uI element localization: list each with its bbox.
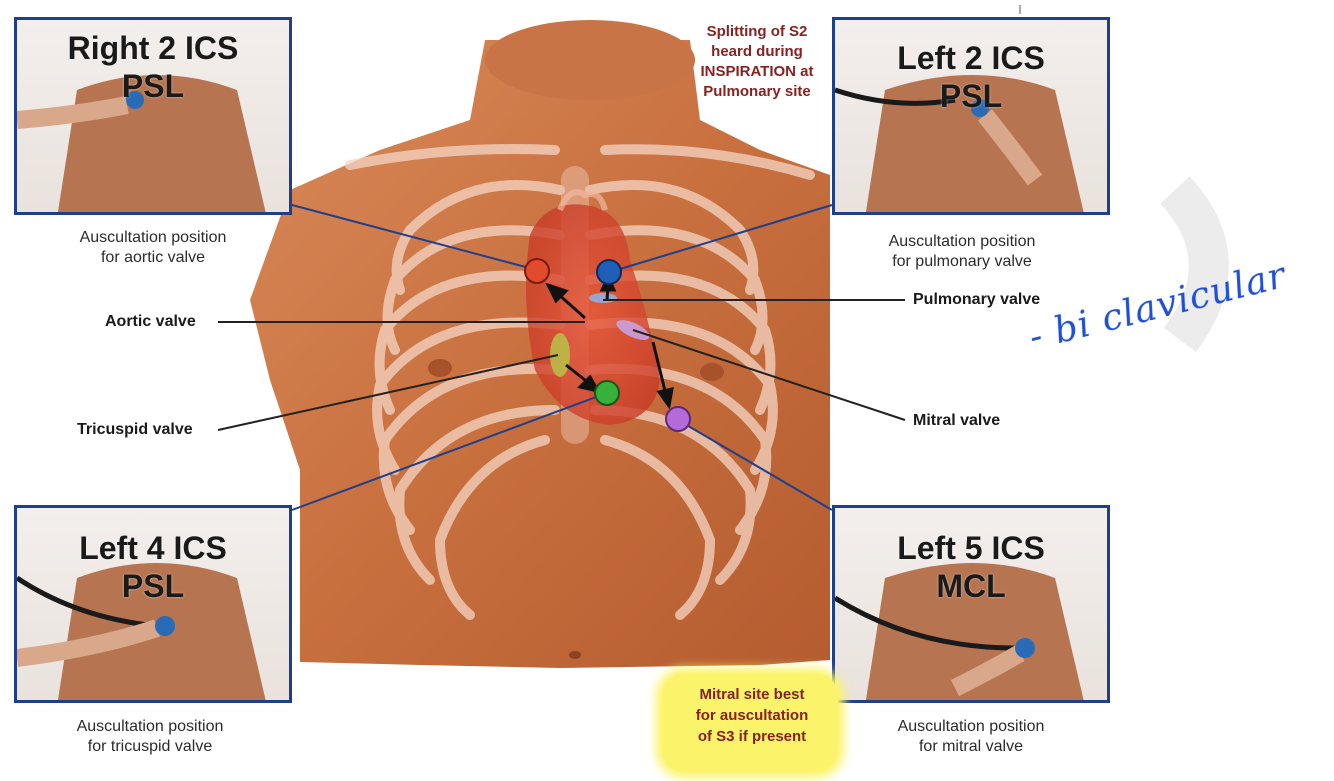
splitting-note: Splitting of S2 heard during INSPIRATION… — [682, 22, 832, 102]
tricuspid-caption: Auscultation position for tricuspid valv… — [30, 717, 270, 757]
mitral-s3-note-line: for auscultation — [695, 707, 809, 724]
torso-photo-icon — [835, 75, 1084, 212]
pulmonary-valve-label: Pulmonary valve — [913, 291, 1041, 308]
mitral-caption-line1: Auscultation position — [897, 718, 1045, 735]
highlight-note-bg — [662, 674, 838, 772]
mitral-caption: Auscultation position for mitral valve — [851, 717, 1091, 757]
splitting-note-line: heard during — [711, 43, 803, 60]
tricuspid-photo: Left 4 ICS PSL — [14, 505, 292, 703]
torso-photo-icon — [17, 563, 266, 700]
mitral-title-line2: MCL — [936, 568, 1006, 604]
aortic-valve-label: Aortic valve — [105, 313, 196, 330]
pulmonary-title-line2: PSL — [939, 78, 1003, 114]
tricuspid-title-line2: PSL — [121, 568, 185, 604]
aortic-dot — [524, 258, 550, 284]
tricuspid-title-line1: Left 4 ICS — [79, 530, 227, 566]
aortic-title-line1: Right 2 ICS — [67, 30, 239, 66]
aortic-caption: Auscultation position for aortic valve — [33, 228, 273, 268]
mitral-valve-label: Mitral valve — [913, 412, 1001, 429]
pulmonary-dot — [596, 259, 622, 285]
pulmonary-caption-line1: Auscultation position — [888, 233, 1036, 250]
pulmonary-photo: Left 2 ICS PSL — [832, 17, 1110, 215]
aortic-title-line2: PSL — [121, 68, 185, 104]
aortic-caption-line2: for aortic valve — [100, 249, 206, 266]
splitting-note-line: Pulmonary site — [703, 83, 811, 100]
tricuspid-caption-line1: Auscultation position — [76, 718, 224, 735]
tricuspid-dot — [594, 380, 620, 406]
tricuspid-valve-label: Tricuspid valve — [77, 421, 193, 438]
aortic-photo: Right 2 ICS PSL — [14, 17, 292, 215]
pulmonary-title-line1: Left 2 ICS — [897, 40, 1045, 76]
mitral-title-line1: Left 5 ICS — [897, 530, 1045, 566]
mitral-caption-line2: for mitral valve — [918, 738, 1024, 755]
tricuspid-caption-line2: for tricuspid valve — [87, 738, 213, 755]
splitting-note-line: INSPIRATION at — [700, 63, 814, 80]
aortic-caption-line1: Auscultation position — [79, 229, 227, 246]
mitral-photo: Left 5 ICS MCL — [832, 505, 1110, 703]
torso-photo-icon — [17, 75, 266, 212]
torso-photo-icon — [835, 563, 1084, 700]
pulmonary-caption: Auscultation position for pulmonary valv… — [842, 232, 1082, 272]
mitral-s3-note-line: Mitral site best — [699, 686, 805, 703]
mitral-s3-note-line: of S3 if present — [697, 728, 807, 745]
mitral-s3-note: Mitral site best for auscultation of S3 … — [672, 684, 832, 747]
pulmonary-caption-line2: for pulmonary valve — [892, 253, 1032, 270]
mitral-dot — [665, 406, 691, 432]
splitting-note-line: Splitting of S2 — [706, 23, 808, 40]
heart — [526, 189, 660, 425]
